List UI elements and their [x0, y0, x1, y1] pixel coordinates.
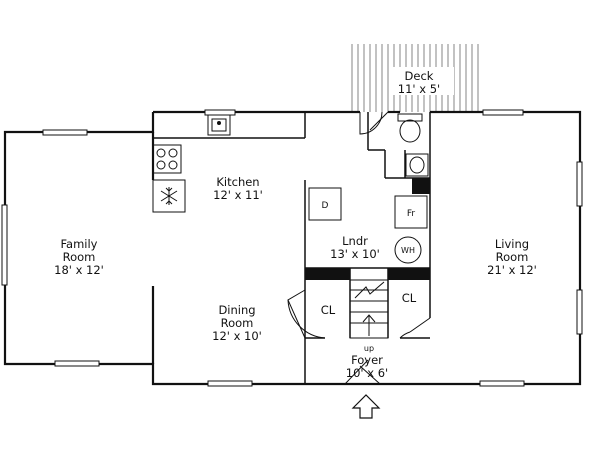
- svg-text:18' x 12': 18' x 12': [54, 263, 104, 277]
- room-label-laundry: Lndr 13' x 10': [330, 234, 380, 261]
- svg-text:Living: Living: [495, 237, 529, 251]
- room-label-family-room: Family Room 18' x 12': [54, 237, 104, 277]
- svg-text:Deck: Deck: [405, 69, 434, 83]
- room-label-foyer: Foyer 10' x 6': [346, 353, 388, 380]
- svg-text:Room: Room: [496, 250, 529, 264]
- room-label-deck: Deck 11' x 5': [398, 69, 440, 96]
- laundry-fridge: Fr: [394, 195, 428, 229]
- svg-text:Lndr: Lndr: [342, 234, 368, 248]
- dryer-label: D: [322, 201, 329, 211]
- deck: [351, 44, 479, 112]
- windows: [1, 109, 583, 387]
- svg-text:11' x 5': 11' x 5': [398, 82, 440, 96]
- svg-text:Family: Family: [60, 237, 97, 251]
- room-label-kitchen: Kitchen 12' x 11': [213, 175, 263, 202]
- refrigerator: [152, 179, 186, 213]
- closet-left-label: CL: [321, 303, 336, 317]
- kitchen-sink: [207, 114, 231, 136]
- fridge-label: Fr: [407, 209, 416, 219]
- svg-text:13' x 10': 13' x 10': [330, 247, 380, 261]
- doors: [287, 111, 431, 385]
- snowflake-icon: [160, 187, 178, 205]
- stairs: [349, 279, 389, 339]
- svg-text:Room: Room: [63, 250, 96, 264]
- stove: [152, 144, 182, 174]
- svg-text:Foyer: Foyer: [351, 353, 383, 367]
- dryer: D: [308, 187, 342, 221]
- svg-text:12' x 11': 12' x 11': [213, 188, 263, 202]
- stair-arrow-icon: [362, 314, 376, 336]
- toilet: [397, 113, 423, 143]
- interior-walls: [153, 112, 431, 385]
- svg-text:12' x 10': 12' x 10': [212, 329, 262, 343]
- svg-text:21' x 12': 21' x 12': [487, 263, 537, 277]
- svg-text:Kitchen: Kitchen: [216, 175, 259, 189]
- stair-direction-label: up: [364, 344, 374, 353]
- water-heater: WH: [394, 236, 422, 264]
- closet-right-label: CL: [402, 291, 417, 305]
- room-label-living-room: Living Room 21' x 12': [487, 237, 537, 277]
- svg-text:Dining: Dining: [218, 303, 255, 317]
- thick-wall-segments: [305, 178, 430, 280]
- entry-arrow-icon: [351, 394, 381, 419]
- water-heater-label: WH: [401, 246, 415, 255]
- svg-text:Room: Room: [221, 316, 254, 330]
- room-label-dining-room: Dining Room 12' x 10': [212, 303, 262, 343]
- svg-text:10' x 6': 10' x 6': [346, 366, 388, 380]
- bathroom-sink: [405, 153, 429, 177]
